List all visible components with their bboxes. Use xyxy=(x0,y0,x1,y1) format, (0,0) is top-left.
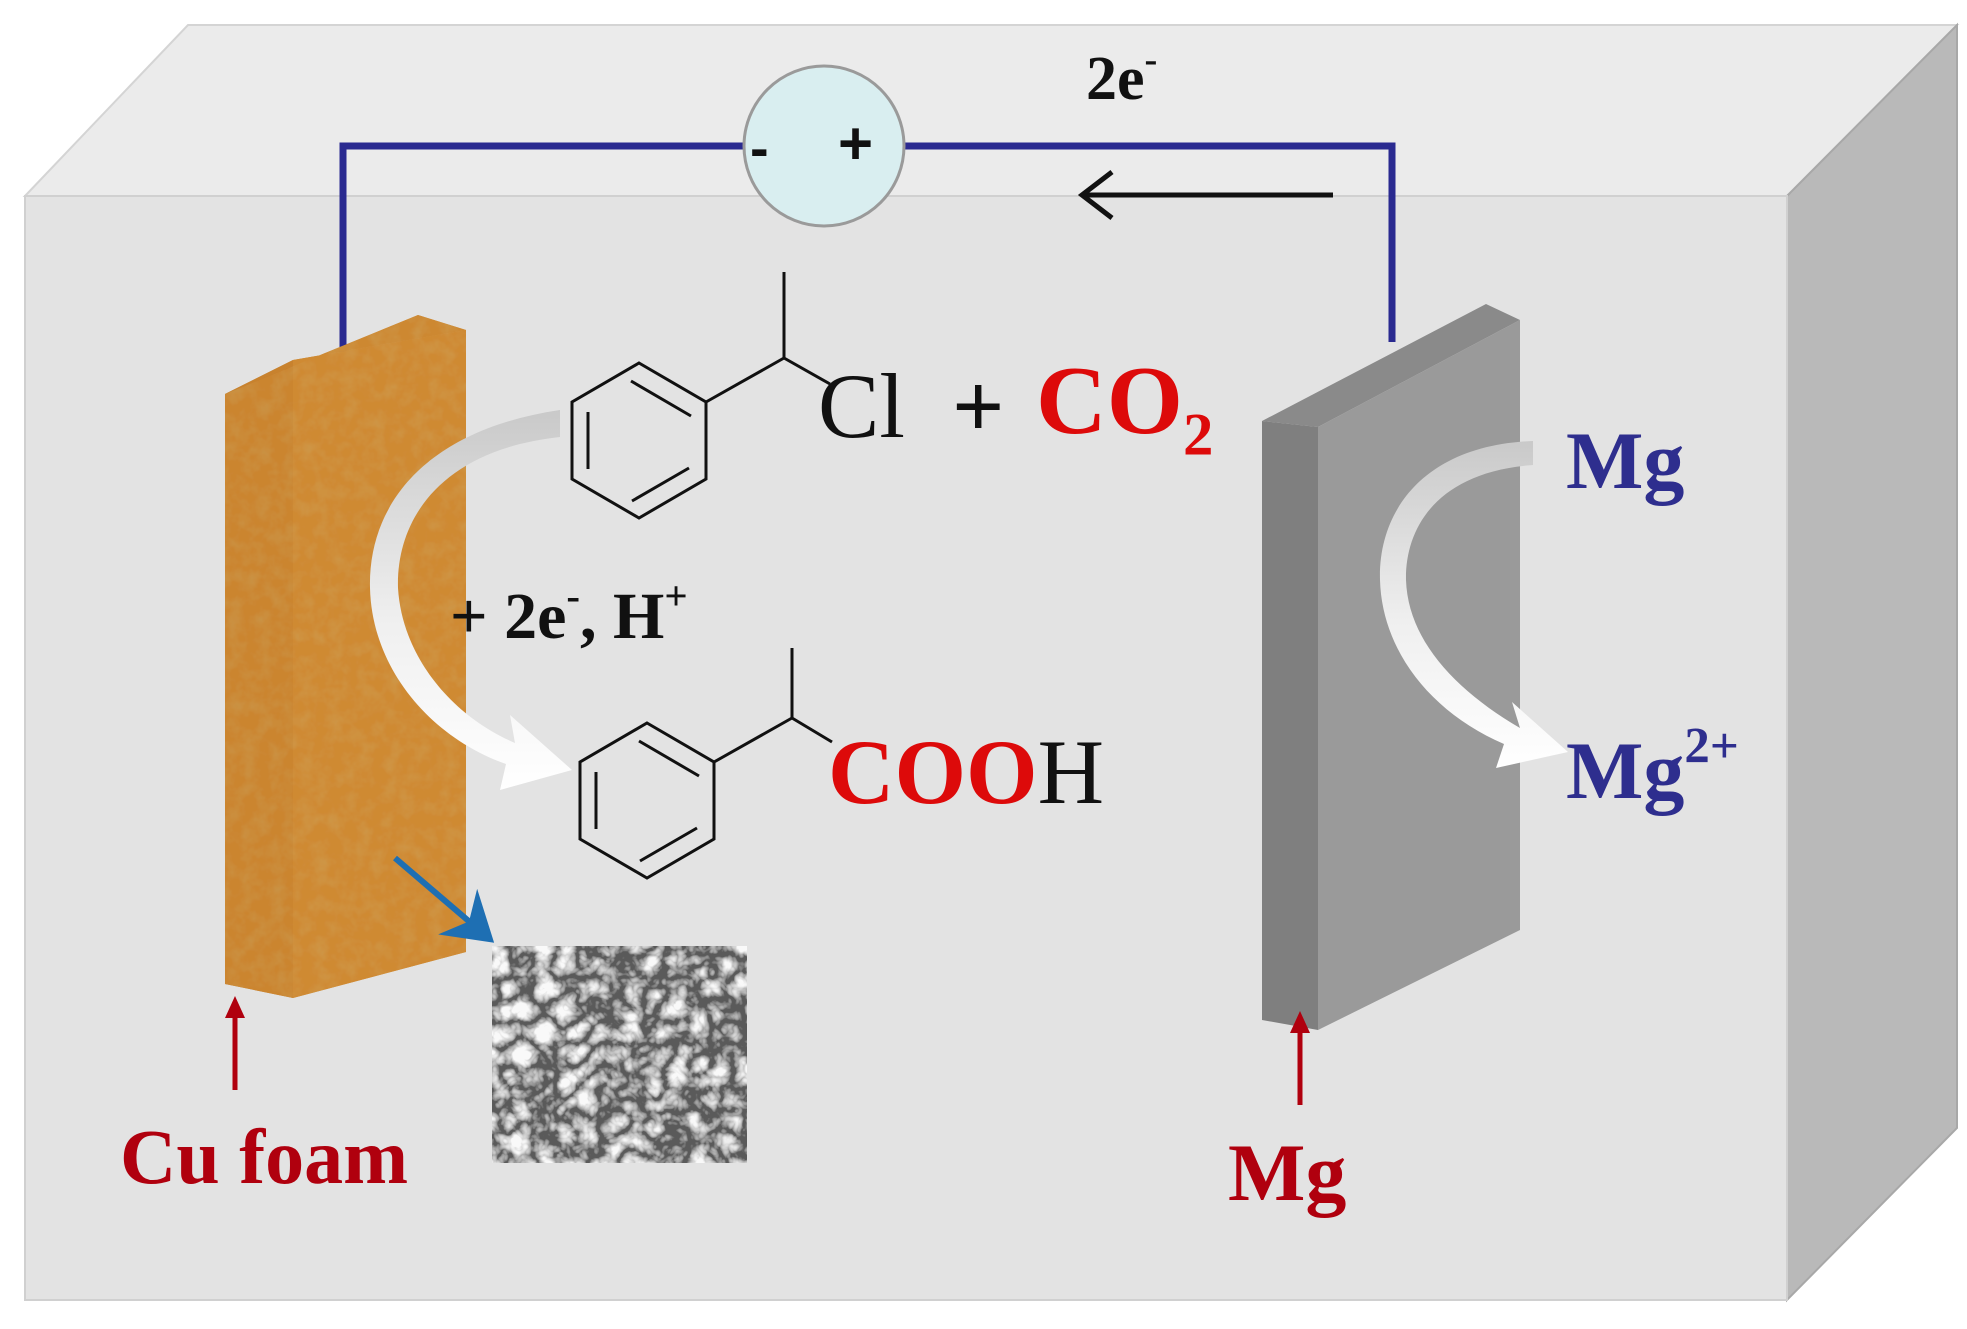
mg-ion-sup: 2+ xyxy=(1684,717,1739,774)
cell-top-face xyxy=(22,24,1960,197)
reactant-structure xyxy=(570,272,831,520)
anode-mg-ion-label: Mg2+ xyxy=(1566,720,1739,812)
meter-plus-sign: + xyxy=(838,110,874,177)
arrow-up-icon-head xyxy=(1290,1011,1310,1033)
co2-subscript: 2 xyxy=(1183,401,1214,469)
sem-pointer-arrow xyxy=(393,855,495,943)
meter-minus-sign: - xyxy=(750,116,769,179)
sem-image-texture xyxy=(492,946,747,1163)
cu-foam-texture xyxy=(225,315,466,998)
arrow-up-icon-head xyxy=(225,996,245,1018)
reactant-chlorine: Cl xyxy=(818,355,905,457)
product-structure xyxy=(578,648,833,880)
reactant-plus: + xyxy=(952,355,1005,457)
co2-text: CO xyxy=(1036,347,1183,455)
mg-plate-side xyxy=(1262,421,1318,1030)
electron-label-sup: - xyxy=(1144,39,1158,82)
conditions-middle: , H xyxy=(580,580,665,653)
curved-arrow-icon xyxy=(369,410,572,790)
anode-mg-label: Mg xyxy=(1566,415,1685,506)
conditions-prefix: + 2e xyxy=(450,580,567,653)
conditions-h-sup: + xyxy=(664,573,688,619)
co2-label: CO2 xyxy=(1036,352,1213,465)
product-carboxyl-black: H xyxy=(1037,721,1105,823)
cathode-label: Cu foam xyxy=(120,1113,409,1200)
mg-plate-top xyxy=(1262,304,1520,427)
product-carboxyl: COOH xyxy=(828,726,1104,818)
reduction-conditions: + 2e-, H+ xyxy=(450,575,688,650)
voltmeter-circle-icon xyxy=(742,64,906,228)
cell-side-face xyxy=(1786,22,1958,1303)
product-carboxyl-red: COO xyxy=(828,721,1038,823)
electron-transfer-label: 2e- xyxy=(1086,41,1157,113)
arrow-left-icon-head xyxy=(1077,170,1114,220)
mg-ion-text: Mg xyxy=(1566,725,1685,816)
curved-arrow-icon xyxy=(1379,441,1568,768)
electron-label-text: 2e xyxy=(1086,45,1145,113)
conditions-e-sup: - xyxy=(566,573,581,619)
anode-label: Mg xyxy=(1228,1127,1347,1218)
